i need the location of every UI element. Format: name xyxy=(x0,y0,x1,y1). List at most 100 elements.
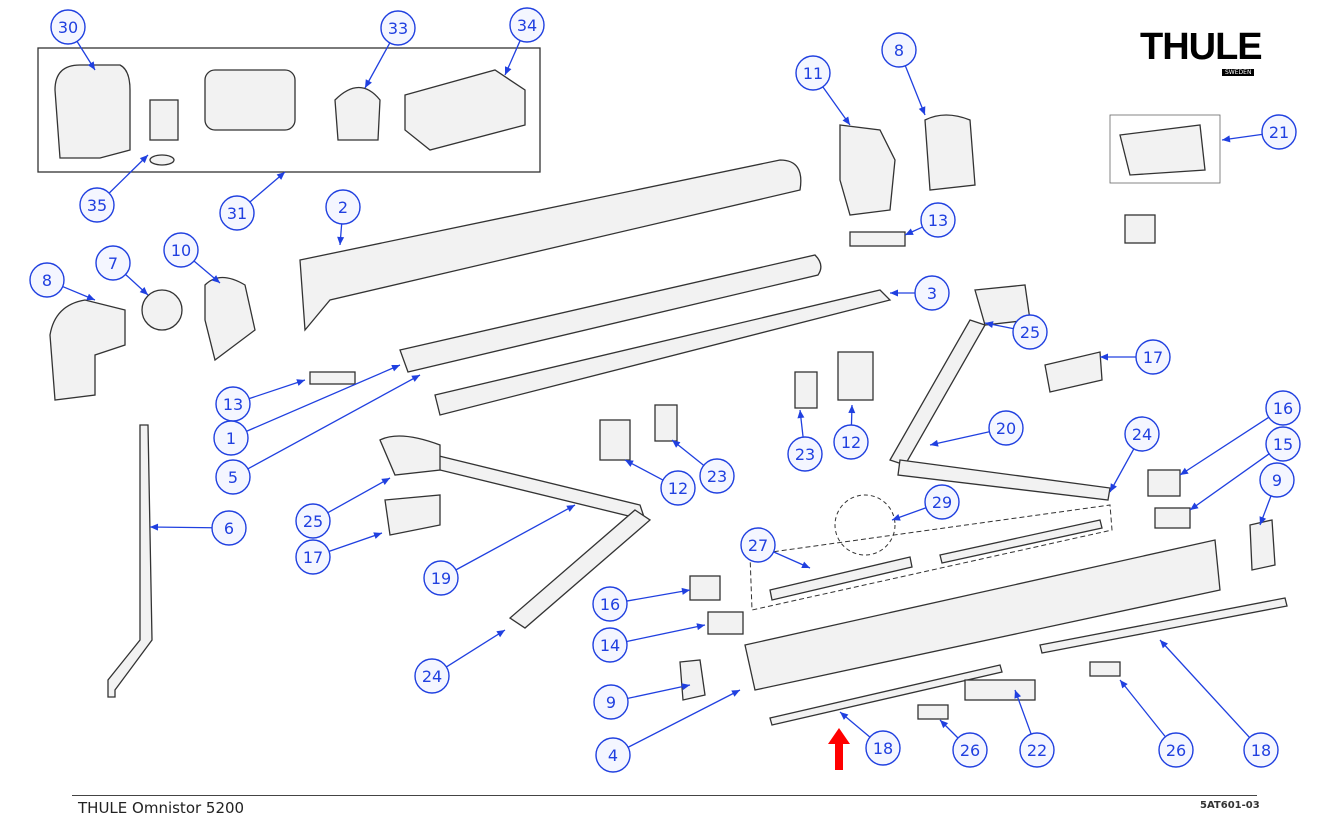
callout-number: 23 xyxy=(795,445,815,464)
leader-arrowhead xyxy=(1259,516,1267,525)
part-35-ring xyxy=(149,154,175,166)
callout-number: 18 xyxy=(873,739,893,758)
callout-circle xyxy=(988,410,1024,446)
leader-line xyxy=(1189,453,1270,511)
callout-number: 31 xyxy=(227,204,247,223)
callout-circle xyxy=(295,503,331,539)
callout-number: 5 xyxy=(228,468,238,487)
callout-number: 34 xyxy=(517,16,537,35)
callout-34: 34 xyxy=(504,7,545,76)
leader-arrowhead xyxy=(381,478,390,485)
motor-unit xyxy=(204,69,296,131)
leader-arrowhead xyxy=(411,375,420,382)
callout-16: 16 xyxy=(592,586,691,622)
callout-number: 24 xyxy=(1132,425,1152,444)
callout-15: 15 xyxy=(1189,426,1301,511)
part-30-end-cap xyxy=(54,64,131,159)
callout-circle xyxy=(881,32,917,68)
callout-circle xyxy=(1019,732,1055,768)
callout-circle xyxy=(1261,114,1297,150)
callout-circle xyxy=(211,510,247,546)
part-23-clip-right xyxy=(794,371,818,409)
part-16-cap-right xyxy=(1147,469,1181,497)
callout-circle xyxy=(295,539,331,575)
callout-circle xyxy=(50,9,86,45)
leader-arrowhead xyxy=(801,561,810,568)
leader-arrowhead xyxy=(496,630,505,638)
leader-arrowhead xyxy=(1222,135,1231,143)
leader-line xyxy=(455,504,576,571)
callout-circle xyxy=(592,586,628,622)
callout-circle xyxy=(924,484,960,520)
callout-number: 27 xyxy=(748,536,768,555)
callout-circle xyxy=(740,527,776,563)
callout-18: 18 xyxy=(1159,639,1279,768)
callout-number: 30 xyxy=(58,18,78,37)
callout-number: 4 xyxy=(608,746,618,765)
callout-circle xyxy=(593,684,629,720)
callout-circle xyxy=(219,195,255,231)
leader-arrowhead xyxy=(1014,690,1022,699)
callout-6: 6 xyxy=(149,510,247,546)
leader-line xyxy=(246,364,401,432)
callout-11: 11 xyxy=(795,55,851,126)
callout-circle xyxy=(795,55,831,91)
leader-arrowhead xyxy=(505,66,512,75)
part-16-cap-left xyxy=(689,575,721,601)
callout-number: 12 xyxy=(841,433,861,452)
callout-27: 27 xyxy=(740,527,811,569)
part-21-cover-set xyxy=(1119,124,1206,176)
callout-number: 6 xyxy=(224,519,234,538)
thule-logo: THULE xyxy=(1140,26,1263,68)
leader-line xyxy=(328,532,383,553)
leader-arrowhead xyxy=(890,289,898,297)
leader-arrowhead xyxy=(150,523,159,531)
callout-number: 10 xyxy=(171,241,191,260)
callout-30: 30 xyxy=(50,9,96,71)
part-5-roller-tube xyxy=(399,254,822,373)
leader-arrowhead xyxy=(1160,640,1168,649)
leader-line xyxy=(627,689,741,748)
callout-13: 13 xyxy=(904,202,956,238)
callout-12: 12 xyxy=(833,404,869,460)
callout-number: 22 xyxy=(1027,741,1047,760)
leader-line xyxy=(247,374,421,470)
callout-number: 16 xyxy=(600,595,620,614)
leader-line xyxy=(327,477,391,514)
callout-number: 19 xyxy=(431,569,451,588)
callout-circle xyxy=(660,470,696,506)
callout-circle xyxy=(325,189,361,225)
part-34-control-box xyxy=(404,69,526,151)
part-9-end-left xyxy=(679,659,706,701)
callout-number: 12 xyxy=(668,479,688,498)
leader-arrowhead xyxy=(892,513,901,521)
leader-arrowhead xyxy=(296,379,305,386)
leader-line xyxy=(1119,679,1166,738)
callout-circle xyxy=(914,275,950,311)
callout-number: 20 xyxy=(996,419,1016,438)
leader-line xyxy=(446,629,506,668)
callout-number: 15 xyxy=(1273,435,1293,454)
callout-25: 25 xyxy=(984,314,1048,350)
leader-arrowhead xyxy=(940,720,949,729)
part-10-drive xyxy=(204,276,256,362)
callout-16: 16 xyxy=(1179,390,1301,476)
callout-22: 22 xyxy=(1014,689,1055,768)
detail-box-21 xyxy=(1109,114,1221,184)
part-25-bracket-right xyxy=(1124,214,1156,244)
part-9-end-right xyxy=(1249,519,1276,571)
callout-circle xyxy=(833,424,869,460)
callout-number: 25 xyxy=(303,512,323,531)
part-18-rail-right xyxy=(1039,597,1288,654)
part-14-clip xyxy=(707,611,744,635)
part-13-pin-right xyxy=(849,231,906,247)
leader-arrowhead xyxy=(87,61,95,70)
callout-circle xyxy=(79,187,115,223)
callout-circle xyxy=(952,732,988,768)
part-19-arm-upper xyxy=(434,454,646,521)
callout-21: 21 xyxy=(1221,114,1297,150)
leader-line xyxy=(108,154,149,194)
part-20-arm-lower xyxy=(897,459,1111,501)
part-17-cap-right xyxy=(1044,351,1103,393)
leader-arrowhead xyxy=(211,275,220,283)
